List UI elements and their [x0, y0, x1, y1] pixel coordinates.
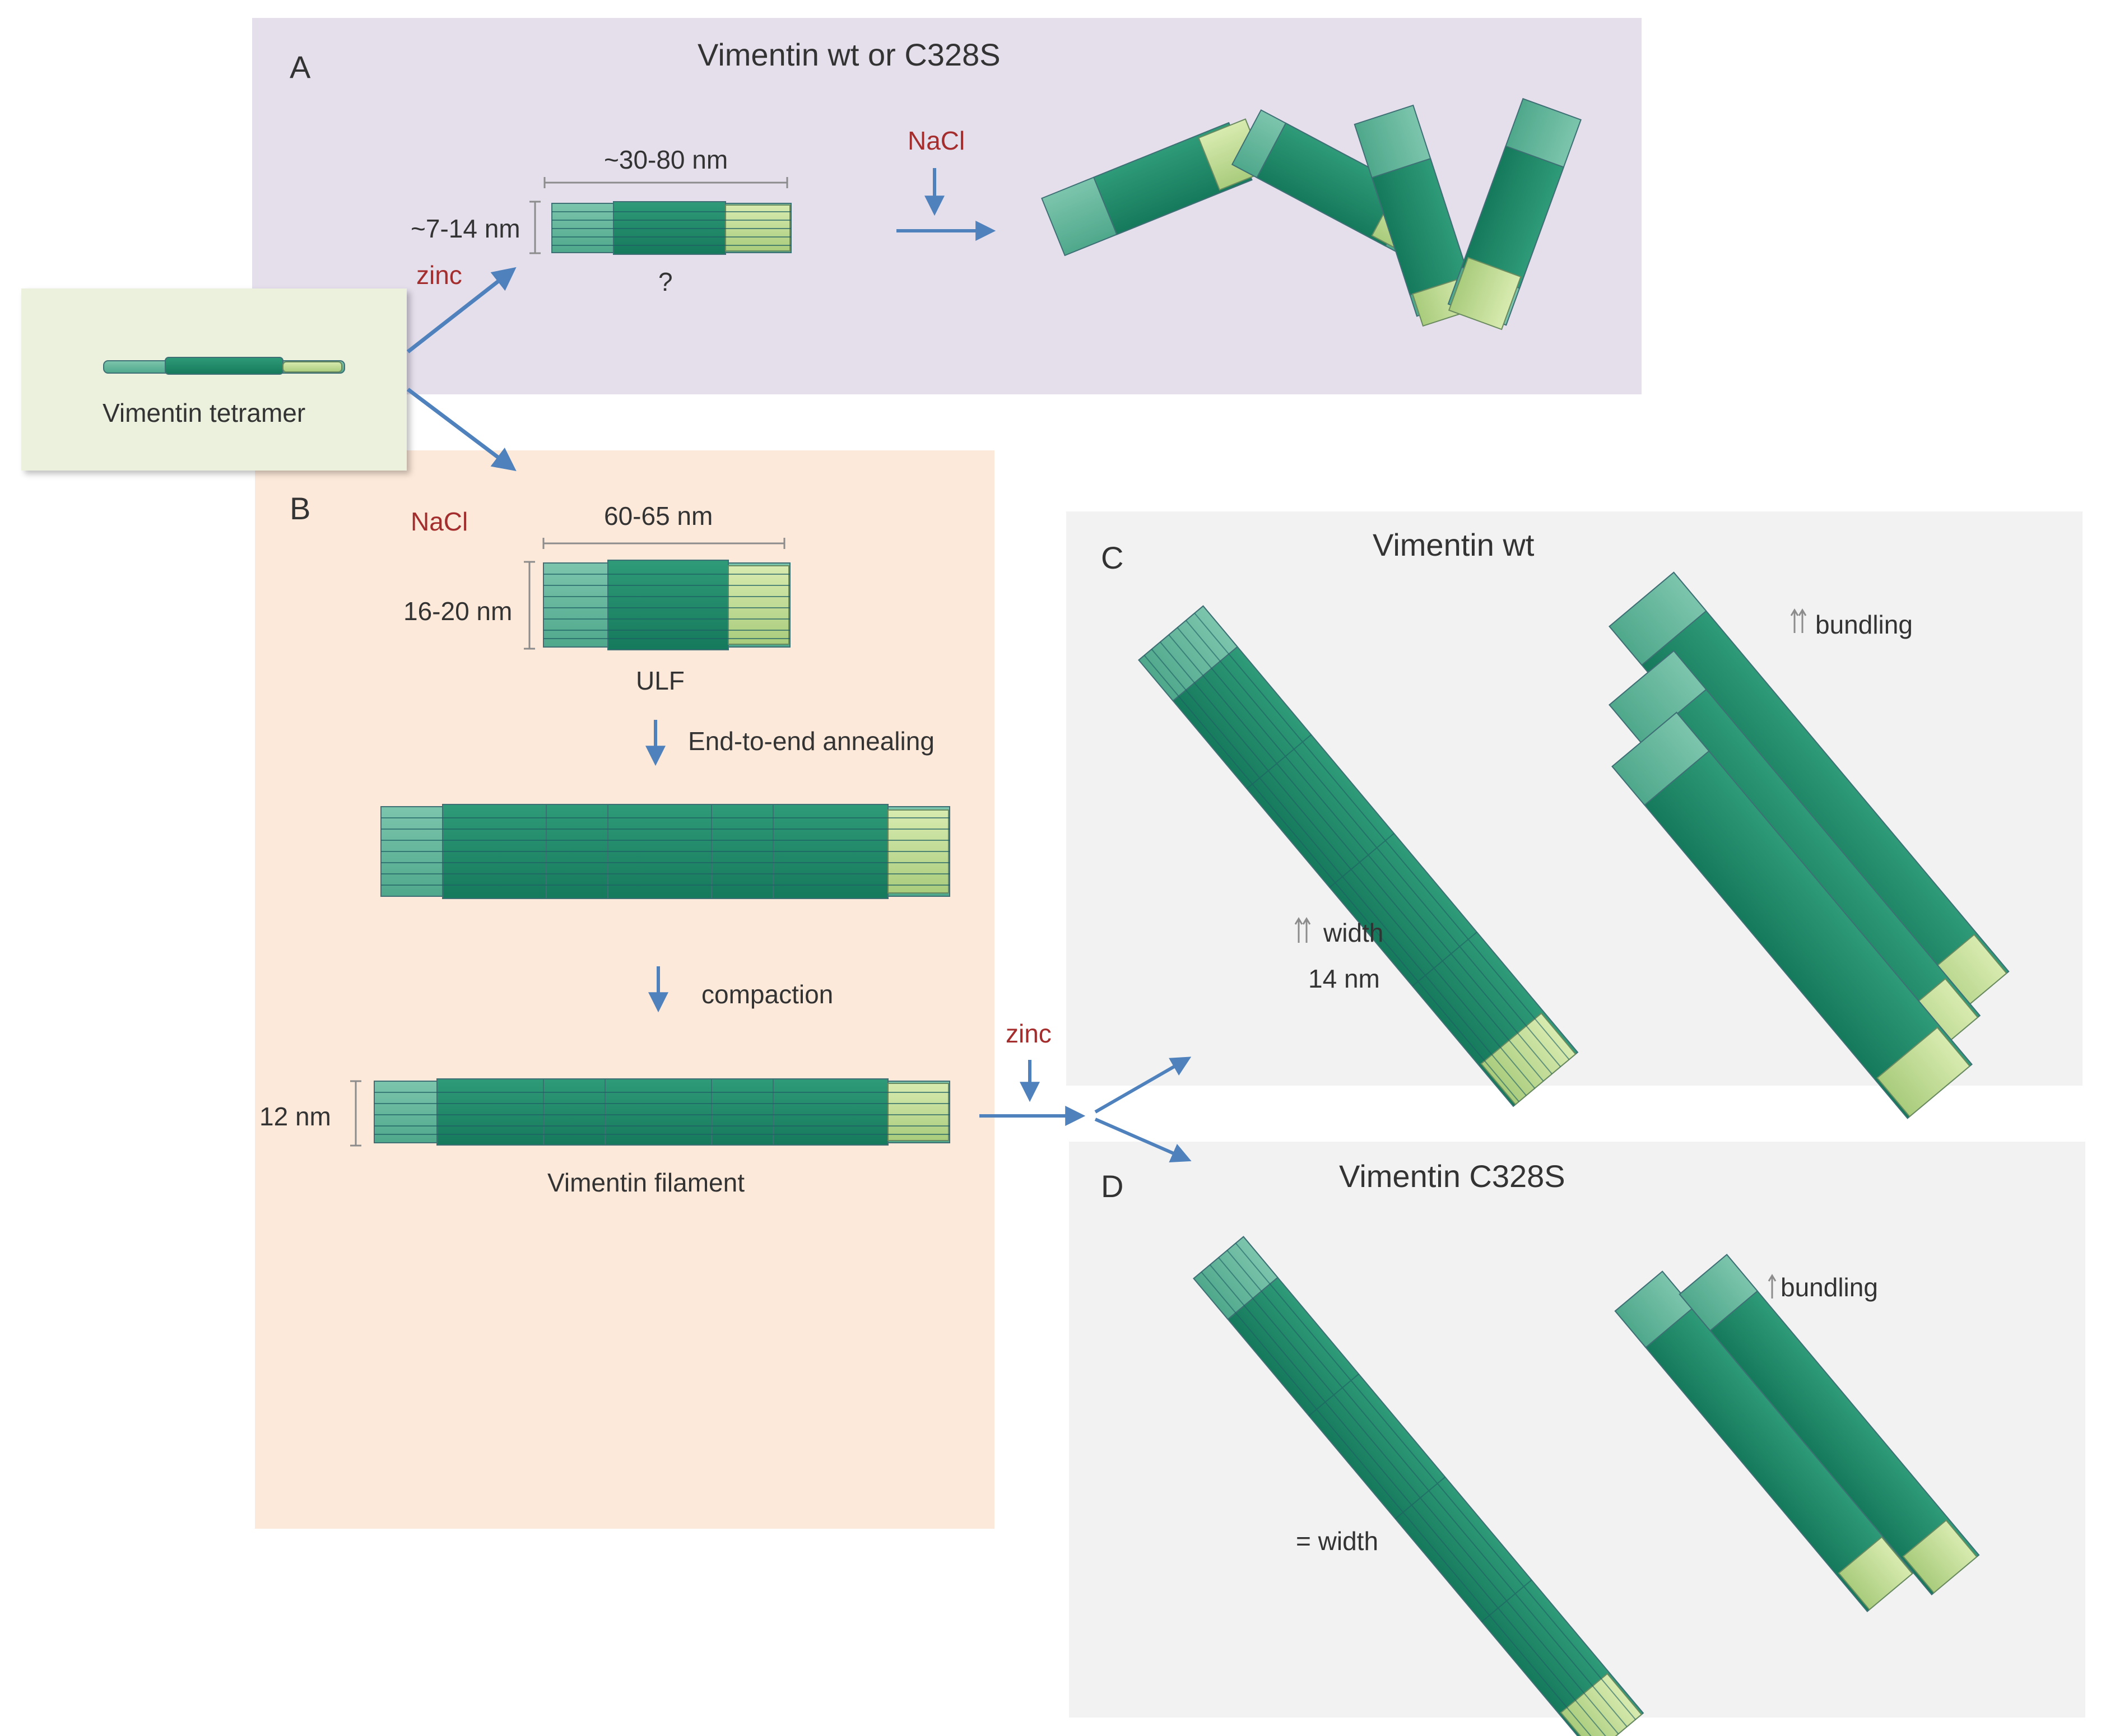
oligomer-width-label: ~7-14 nm [411, 214, 520, 243]
ulf-label: ULF [636, 666, 685, 695]
panel-a-oligomer [529, 168, 996, 255]
panel-c-title: Vimentin wt [1373, 527, 1535, 562]
panel-d-letter: D [1101, 1169, 1124, 1204]
oligomer-unknown-label: ? [658, 267, 673, 296]
panel-d-title: Vimentin C328S [1339, 1158, 1565, 1194]
panel-tetramer [21, 288, 407, 471]
zinc-label-b: zinc [1006, 1019, 1052, 1048]
panel-d-filament [1193, 1236, 1644, 1736]
filament-width-label: 12 nm [259, 1102, 331, 1131]
panel-b-ulf [524, 538, 791, 766]
panel-b-annealed [380, 804, 950, 1013]
panel-c-bundling-label: bundling [1815, 610, 1913, 639]
ulf-length-label: 60-65 nm [604, 501, 713, 530]
panel-d-bundle [1614, 1254, 1980, 1612]
panel-d-width-label: = width [1296, 1526, 1379, 1556]
panel-d [1069, 1142, 2085, 1718]
ulf-width-label: 16-20 nm [403, 597, 513, 626]
panel-c-filament [1138, 605, 1579, 1107]
arrows-from-tetramer [406, 267, 517, 472]
panel-c-letter: C [1101, 540, 1124, 575]
panel-c-width-label: width [1323, 918, 1384, 947]
increase-arrows [1294, 608, 1807, 1298]
tetramer-graphic [103, 357, 345, 375]
panel-d-bundling-label: bundling [1781, 1273, 1878, 1302]
panel-a-title: Vimentin wt or C328S [698, 37, 1001, 72]
oligomer-length-label: ~30-80 nm [604, 145, 728, 174]
panel-b-nacl-label: NaCl [411, 507, 468, 536]
panel-a-aggregate [1041, 97, 1582, 331]
panel-c-bundle [1609, 571, 2010, 1119]
annealing-label: End-to-end annealing [688, 727, 935, 756]
zinc-branch-arrows [979, 1057, 1192, 1162]
panel-a-letter: A [290, 49, 311, 85]
panel-a-nacl-label: NaCl [908, 126, 965, 155]
tetramer-label: Vimentin tetramer [103, 398, 306, 427]
compaction-label: compaction [701, 980, 834, 1009]
panel-b-compacted [350, 1078, 950, 1147]
panel-b-letter: B [290, 491, 311, 526]
panel-c-width-value: 14 nm [1308, 964, 1380, 993]
zinc-label-a: zinc [416, 260, 462, 290]
filament-label: Vimentin filament [547, 1168, 745, 1197]
